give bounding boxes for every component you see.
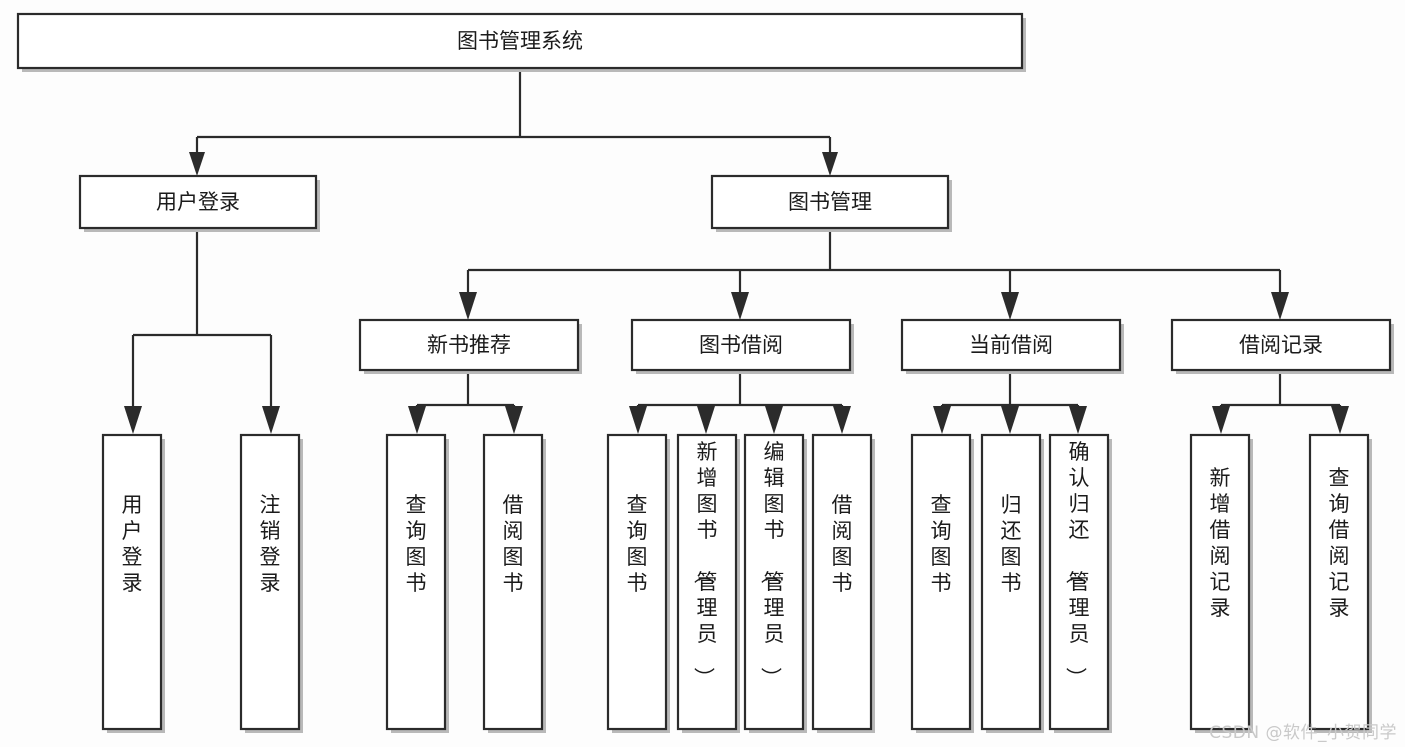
- leaf-box: [606, 433, 668, 731]
- arrow-leaf-user-login-1: [262, 406, 280, 434]
- arrow-leaf-borrowrecord-0: [1212, 406, 1230, 434]
- user-login-box: [78, 174, 318, 230]
- leaf-box: [385, 433, 447, 731]
- user-login-label: 用户登录: [156, 190, 240, 214]
- leaf-box: [743, 433, 805, 731]
- leaf-label: 查询借阅记录: [1329, 466, 1350, 620]
- leaf-book-borrow-1[interactable]: 新增图书（管理员）: [676, 433, 740, 733]
- node-borrow-record[interactable]: 借阅记录: [1170, 318, 1394, 374]
- leaf-label: 查询图书: [627, 493, 648, 595]
- leaf-label: 注销登录: [260, 493, 281, 595]
- leaf-label: 查询图书: [931, 493, 952, 595]
- node-book-manage[interactable]: 图书管理: [710, 174, 952, 232]
- connector-layer: [124, 68, 1349, 434]
- current-borrow-label: 当前借阅: [969, 333, 1053, 357]
- leaf-borrow-record-1[interactable]: 查询借阅记录: [1308, 433, 1372, 733]
- arrow-leaf-bookborrow-0: [629, 406, 647, 434]
- leaf-current-borrow-0[interactable]: 查询图书: [910, 433, 974, 733]
- leaf-user-login-1[interactable]: 注销登录: [239, 433, 303, 733]
- node-user-login[interactable]: 用户登录: [78, 174, 320, 232]
- arrow-leaf-borrowrecord-1: [1331, 406, 1349, 434]
- leaf-label: 归还图书: [1001, 493, 1022, 595]
- leaf-new-book-recommend-0[interactable]: 查询图书: [385, 433, 449, 733]
- leaf-current-borrow-1[interactable]: 归还图书: [980, 433, 1044, 733]
- borrow-record-label: 借阅记录: [1239, 333, 1323, 357]
- root-label: 图书管理系统: [457, 29, 583, 53]
- node-root[interactable]: 图书管理系统: [16, 12, 1026, 72]
- node-current-borrow[interactable]: 当前借阅: [900, 318, 1124, 374]
- new-book-recommend-box: [358, 318, 580, 372]
- arrow-to-book-borrow: [731, 292, 749, 320]
- node-book-borrow[interactable]: 图书借阅: [630, 318, 854, 374]
- edge-borrowrecord-bus: [1219, 373, 1342, 412]
- edge-root-to-bus: [195, 68, 832, 160]
- root-box: [16, 12, 1024, 70]
- leaf-box: [482, 433, 544, 731]
- node-new-book-recommend[interactable]: 新书推荐: [358, 318, 582, 374]
- arrow-to-user-login: [189, 152, 205, 176]
- arrow-to-borrow-record: [1271, 292, 1289, 320]
- arrow-leaf-newbook-0: [408, 406, 426, 434]
- arrow-leaf-currentborrow-0: [933, 406, 951, 434]
- leaf-box: [676, 433, 738, 731]
- book-borrow-box: [630, 318, 852, 372]
- arrow-leaf-bookborrow-1: [697, 406, 715, 434]
- leaf-label: 新增图书（管理员）: [692, 440, 718, 688]
- arrow-to-book-manage: [822, 152, 838, 176]
- borrow-record-box: [1170, 318, 1392, 372]
- edge-userlogin-bus: [131, 232, 273, 412]
- leaf-label: 用户登录: [122, 493, 143, 595]
- leaf-current-borrow-2[interactable]: 确认归还（管理员）: [1048, 433, 1112, 733]
- leaf-borrow-record-0[interactable]: 新增借阅记录: [1189, 433, 1253, 733]
- leaf-box: [980, 433, 1042, 731]
- book-borrow-label: 图书借阅: [699, 333, 783, 357]
- leaf-book-borrow-0[interactable]: 查询图书: [606, 433, 670, 733]
- book-manage-label: 图书管理: [788, 190, 872, 214]
- leaf-user-login-0[interactable]: 用户登录: [101, 433, 165, 733]
- book-manage-box: [710, 174, 950, 230]
- leaf-label: 借阅图书: [832, 493, 853, 595]
- arrow-leaf-currentborrow-2: [1069, 406, 1087, 434]
- leaf-box: [811, 433, 873, 731]
- leaf-box: [1189, 433, 1251, 731]
- leaf-box: [101, 433, 163, 731]
- leaf-box: [1308, 433, 1370, 731]
- leaf-label: 确认归还（管理员）: [1064, 440, 1090, 688]
- leaf-label: 新增借阅记录: [1210, 466, 1231, 620]
- current-borrow-box: [900, 318, 1122, 372]
- arrow-leaf-bookborrow-3: [833, 406, 851, 434]
- arrow-to-current-borrow: [1001, 292, 1019, 320]
- leaf-label: 查询图书: [406, 493, 427, 595]
- leaf-box: [239, 433, 301, 731]
- leaf-box: [1048, 433, 1110, 731]
- leaf-box: [910, 433, 972, 731]
- leaf-label: 借阅图书: [503, 493, 524, 595]
- arrow-leaf-currentborrow-1: [1001, 406, 1019, 434]
- leaf-book-borrow-2[interactable]: 编辑图书（管理员）: [743, 433, 807, 733]
- arrow-leaf-bookborrow-2: [765, 406, 783, 434]
- edge-newbook-bus: [415, 373, 516, 412]
- arrow-leaf-newbook-1: [505, 406, 523, 434]
- new-book-recommend-label: 新书推荐: [427, 333, 511, 357]
- leaf-new-book-recommend-1[interactable]: 借阅图书: [482, 433, 546, 733]
- edge-bookborrow-bus: [636, 373, 844, 412]
- arrow-to-new-book-recommend: [459, 292, 477, 320]
- edge-bookmanage-bus: [466, 232, 1282, 295]
- leaf-label: 编辑图书（管理员）: [759, 440, 785, 688]
- arrow-leaf-user-login-0: [124, 406, 142, 434]
- leaf-book-borrow-3[interactable]: 借阅图书: [811, 433, 875, 733]
